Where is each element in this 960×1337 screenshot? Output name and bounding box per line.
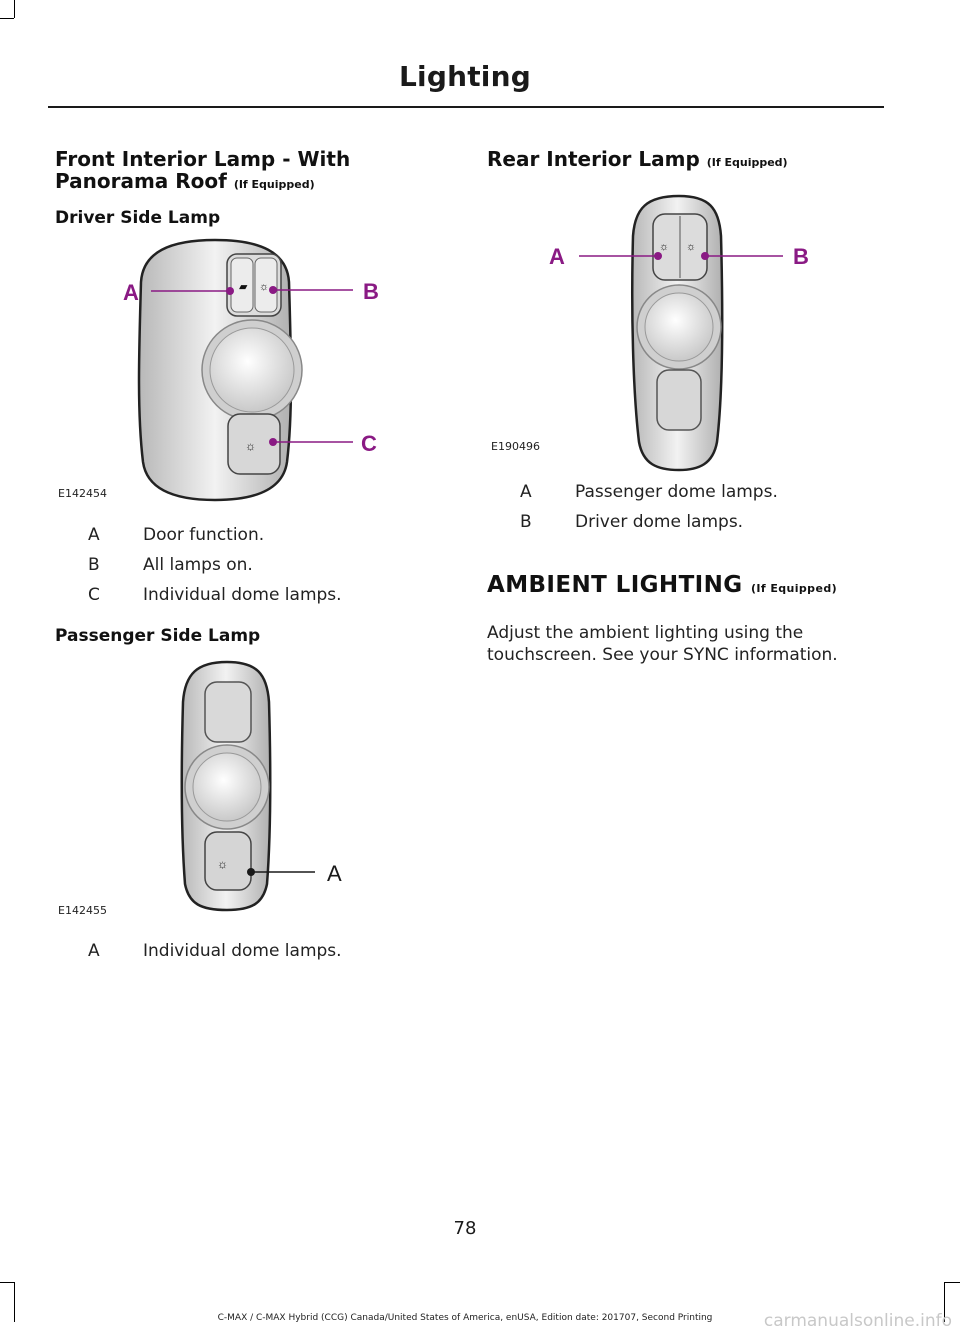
legend-item: B Driver dome lamps. — [520, 512, 860, 534]
callout-c: C — [269, 431, 377, 456]
svg-text:A: A — [327, 861, 342, 886]
crop-mark — [944, 1282, 960, 1283]
driver-side-lamp-figure: ▰ ☼ ☼ A B C — [123, 238, 379, 502]
callout-a: A — [123, 280, 234, 305]
legend-text: Individual dome lamps. — [143, 941, 342, 961]
legend-key: C — [88, 585, 100, 605]
legend-key: B — [88, 555, 100, 575]
legend-item: A Individual dome lamps. — [88, 941, 408, 963]
svg-text:☼: ☼ — [245, 439, 256, 453]
page-number: 78 — [453, 1218, 477, 1239]
legend-item: A Door function. — [88, 525, 408, 547]
crop-mark — [944, 1282, 945, 1322]
rear-lamp-figure: ☼ ☼ A B — [549, 194, 809, 472]
legend-item: A Passenger dome lamps. — [520, 482, 860, 504]
if-equipped-note: (If Equipped) — [233, 178, 315, 191]
chapter-title: Lighting — [399, 60, 531, 93]
crop-mark — [14, 0, 15, 18]
watermark: carmanualsonline.info — [763, 1311, 952, 1331]
figure-code: E142454 — [58, 487, 107, 500]
edition-footer: C-MAX / C-MAX Hybrid (CCG) Canada/United… — [217, 1313, 713, 1323]
svg-text:☼: ☼ — [259, 281, 269, 293]
crop-mark — [0, 18, 14, 19]
ambient-paragraph: Adjust the ambient lighting using the to… — [487, 622, 887, 666]
paragraph-line: touchscreen. See your SYNC information. — [487, 645, 838, 665]
callout-b: B — [701, 244, 809, 269]
if-equipped-note: (If Equipped) — [706, 156, 788, 169]
legend-text: Driver dome lamps. — [575, 512, 744, 532]
svg-text:☼: ☼ — [686, 241, 696, 253]
svg-text:A: A — [549, 244, 565, 269]
callout-a: A — [247, 861, 342, 886]
svg-text:▰: ▰ — [239, 281, 248, 293]
svg-text:A: A — [123, 280, 139, 305]
driver-side-title: Driver Side Lamp — [55, 208, 221, 228]
legend-text: All lamps on. — [143, 555, 253, 575]
svg-text:☼: ☼ — [659, 241, 669, 253]
legend-text: Passenger dome lamps. — [575, 482, 778, 502]
figure-code: E190496 — [491, 440, 540, 453]
legend-item: B All lamps on. — [88, 555, 408, 577]
callout-b: B — [269, 279, 379, 304]
section-title-rear-lamp: Rear Interior Lamp (If Equipped) — [487, 148, 788, 174]
svg-text:C: C — [361, 431, 377, 456]
section-title-ambient: AMBIENT LIGHTING (If Equipped) — [487, 572, 837, 598]
figure-code: E142455 — [58, 904, 107, 917]
legend-key: B — [520, 512, 532, 532]
section-title-line: Front Interior Lamp - With — [55, 147, 351, 171]
svg-text:B: B — [363, 279, 379, 304]
svg-text:☼: ☼ — [217, 857, 228, 871]
crop-mark — [0, 1282, 14, 1283]
legend-text: Individual dome lamps. — [143, 585, 342, 605]
legend-item: C Individual dome lamps. — [88, 585, 408, 607]
legend-text: Door function. — [143, 525, 265, 545]
section-title-line: AMBIENT LIGHTING — [487, 572, 743, 598]
passenger-side-title: Passenger Side Lamp — [55, 626, 261, 646]
crop-mark — [14, 1282, 15, 1322]
section-title-line: Rear Interior Lamp — [487, 147, 700, 171]
header-rule — [48, 106, 884, 108]
svg-text:B: B — [793, 244, 809, 269]
if-equipped-note: (If Equipped) — [750, 582, 838, 595]
legend-key: A — [88, 941, 100, 961]
legend-key: A — [88, 525, 100, 545]
passenger-side-lamp-figure: ☼ A — [180, 660, 342, 912]
section-title-front-lamp: Front Interior Lamp - With Panorama Roof… — [55, 148, 350, 196]
legend-key: A — [520, 482, 532, 502]
section-title-line: Panorama Roof — [55, 169, 227, 193]
callout-a: A — [549, 244, 662, 269]
paragraph-line: Adjust the ambient lighting using the — [487, 623, 804, 643]
